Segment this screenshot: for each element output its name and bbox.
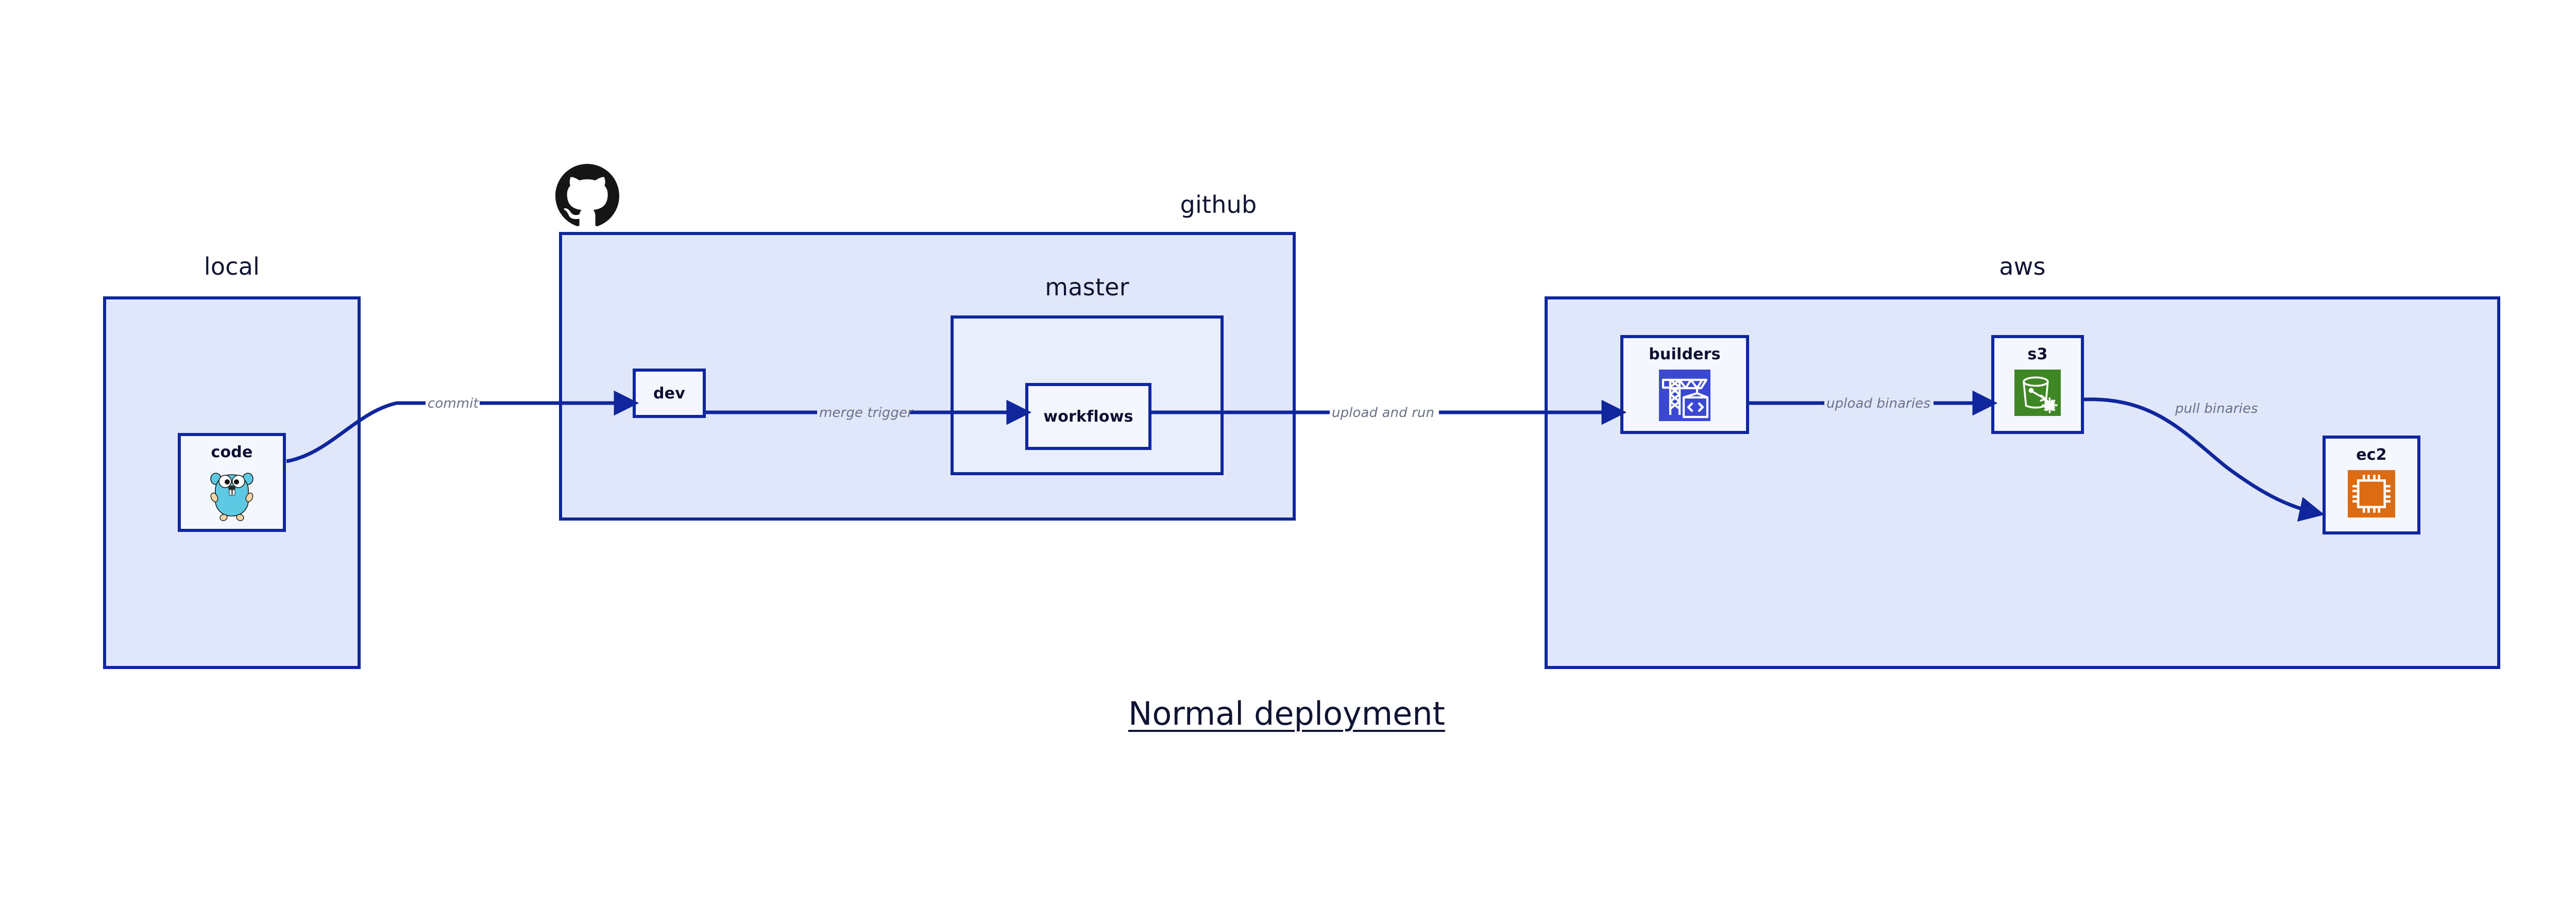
edge-label-upload-binaries-top: upload binaries	[1826, 396, 1930, 411]
label-mask-commit	[426, 398, 480, 410]
group-label-master: master	[1045, 273, 1129, 301]
node-label-dev: dev	[653, 384, 685, 403]
go-gopher-icon	[209, 467, 255, 521]
group-label-local: local	[204, 253, 260, 280]
node-dev[interactable]: dev	[633, 369, 706, 418]
edge-label-merge-trigger-top: merge trigger	[819, 405, 913, 421]
diagram-caption: Normal deployment	[1128, 695, 1445, 732]
node-label-s3: s3	[2027, 345, 2048, 363]
edge-label-upload-and-run-top: upload and run	[1332, 405, 1435, 421]
node-label-code: code	[211, 443, 253, 461]
node-label-workflows: workflows	[1043, 407, 1133, 426]
node-label-builders: builders	[1649, 345, 1721, 363]
github-octocat-icon	[555, 164, 619, 230]
edge-label-pull-binaries: pull binaries	[2175, 401, 2258, 416]
label-mask-upload-bin	[1824, 398, 1934, 409]
group-label-github: github	[1180, 191, 1257, 219]
node-label-ec2: ec2	[2356, 446, 2387, 464]
label-mask-merge	[817, 407, 910, 419]
group-label-aws: aws	[1999, 253, 2046, 280]
node-builders[interactable]: builders	[1620, 335, 1749, 434]
edge-label-commit-top: commit	[428, 396, 479, 411]
node-workflows[interactable]: workflows	[1025, 383, 1151, 450]
s3-bucket-glacier-icon	[2014, 370, 2061, 416]
node-s3[interactable]: s3	[1991, 335, 2084, 434]
node-code[interactable]: code	[178, 433, 286, 532]
label-mask-upload-run	[1330, 407, 1439, 419]
crane-code-icon	[1659, 370, 1710, 421]
node-ec2[interactable]: ec2	[2323, 436, 2420, 534]
cpu-chip-icon	[2348, 470, 2395, 517]
